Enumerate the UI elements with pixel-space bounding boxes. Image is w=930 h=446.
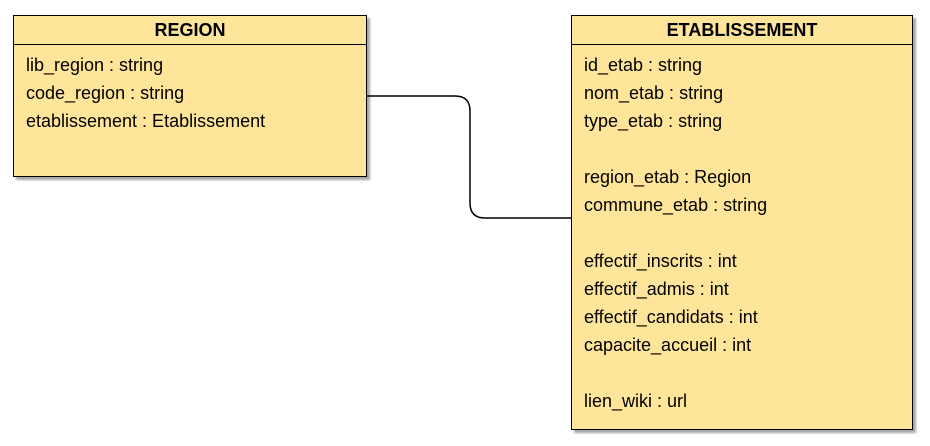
association-line — [367, 95, 571, 219]
etablissement-attribute: type_etab : string — [584, 111, 723, 131]
etablissement-attribute: commune_etab : string — [584, 195, 768, 215]
region-attribute: lib_region : string — [26, 55, 164, 75]
etablissement-attribute: nom_etab : string — [584, 83, 724, 103]
etablissement-attribute-list: id_etab : string nom_etab : string type_… — [572, 45, 912, 415]
etablissement-attribute: effectif_inscrits : int — [584, 251, 737, 271]
etablissement-attribute: effectif_candidats : int — [584, 307, 758, 327]
region-class[interactable]: REGION lib_region : string code_region :… — [13, 15, 367, 177]
etablissement-attribute: capacite_accueil : int — [584, 335, 752, 355]
etablissement-attribute: lien_wiki : url — [584, 391, 688, 411]
etablissement-attribute: effectif_admis : int — [584, 279, 729, 299]
region-class-title: REGION — [14, 16, 366, 45]
attribute-separator — [584, 219, 900, 247]
etablissement-class-title: ETABLISSEMENT — [572, 16, 912, 45]
etablissement-class[interactable]: ETABLISSEMENT id_etab : string nom_etab … — [571, 15, 913, 430]
region-attribute: code_region : string — [26, 83, 185, 103]
attribute-separator — [584, 359, 900, 387]
attribute-separator — [584, 135, 900, 163]
etablissement-attribute: id_etab : string — [584, 55, 703, 75]
region-attribute: etablissement : Etablissement — [26, 111, 266, 131]
etablissement-attribute: region_etab : Region — [584, 167, 752, 187]
region-attribute-list: lib_region : string code_region : string… — [14, 45, 366, 135]
